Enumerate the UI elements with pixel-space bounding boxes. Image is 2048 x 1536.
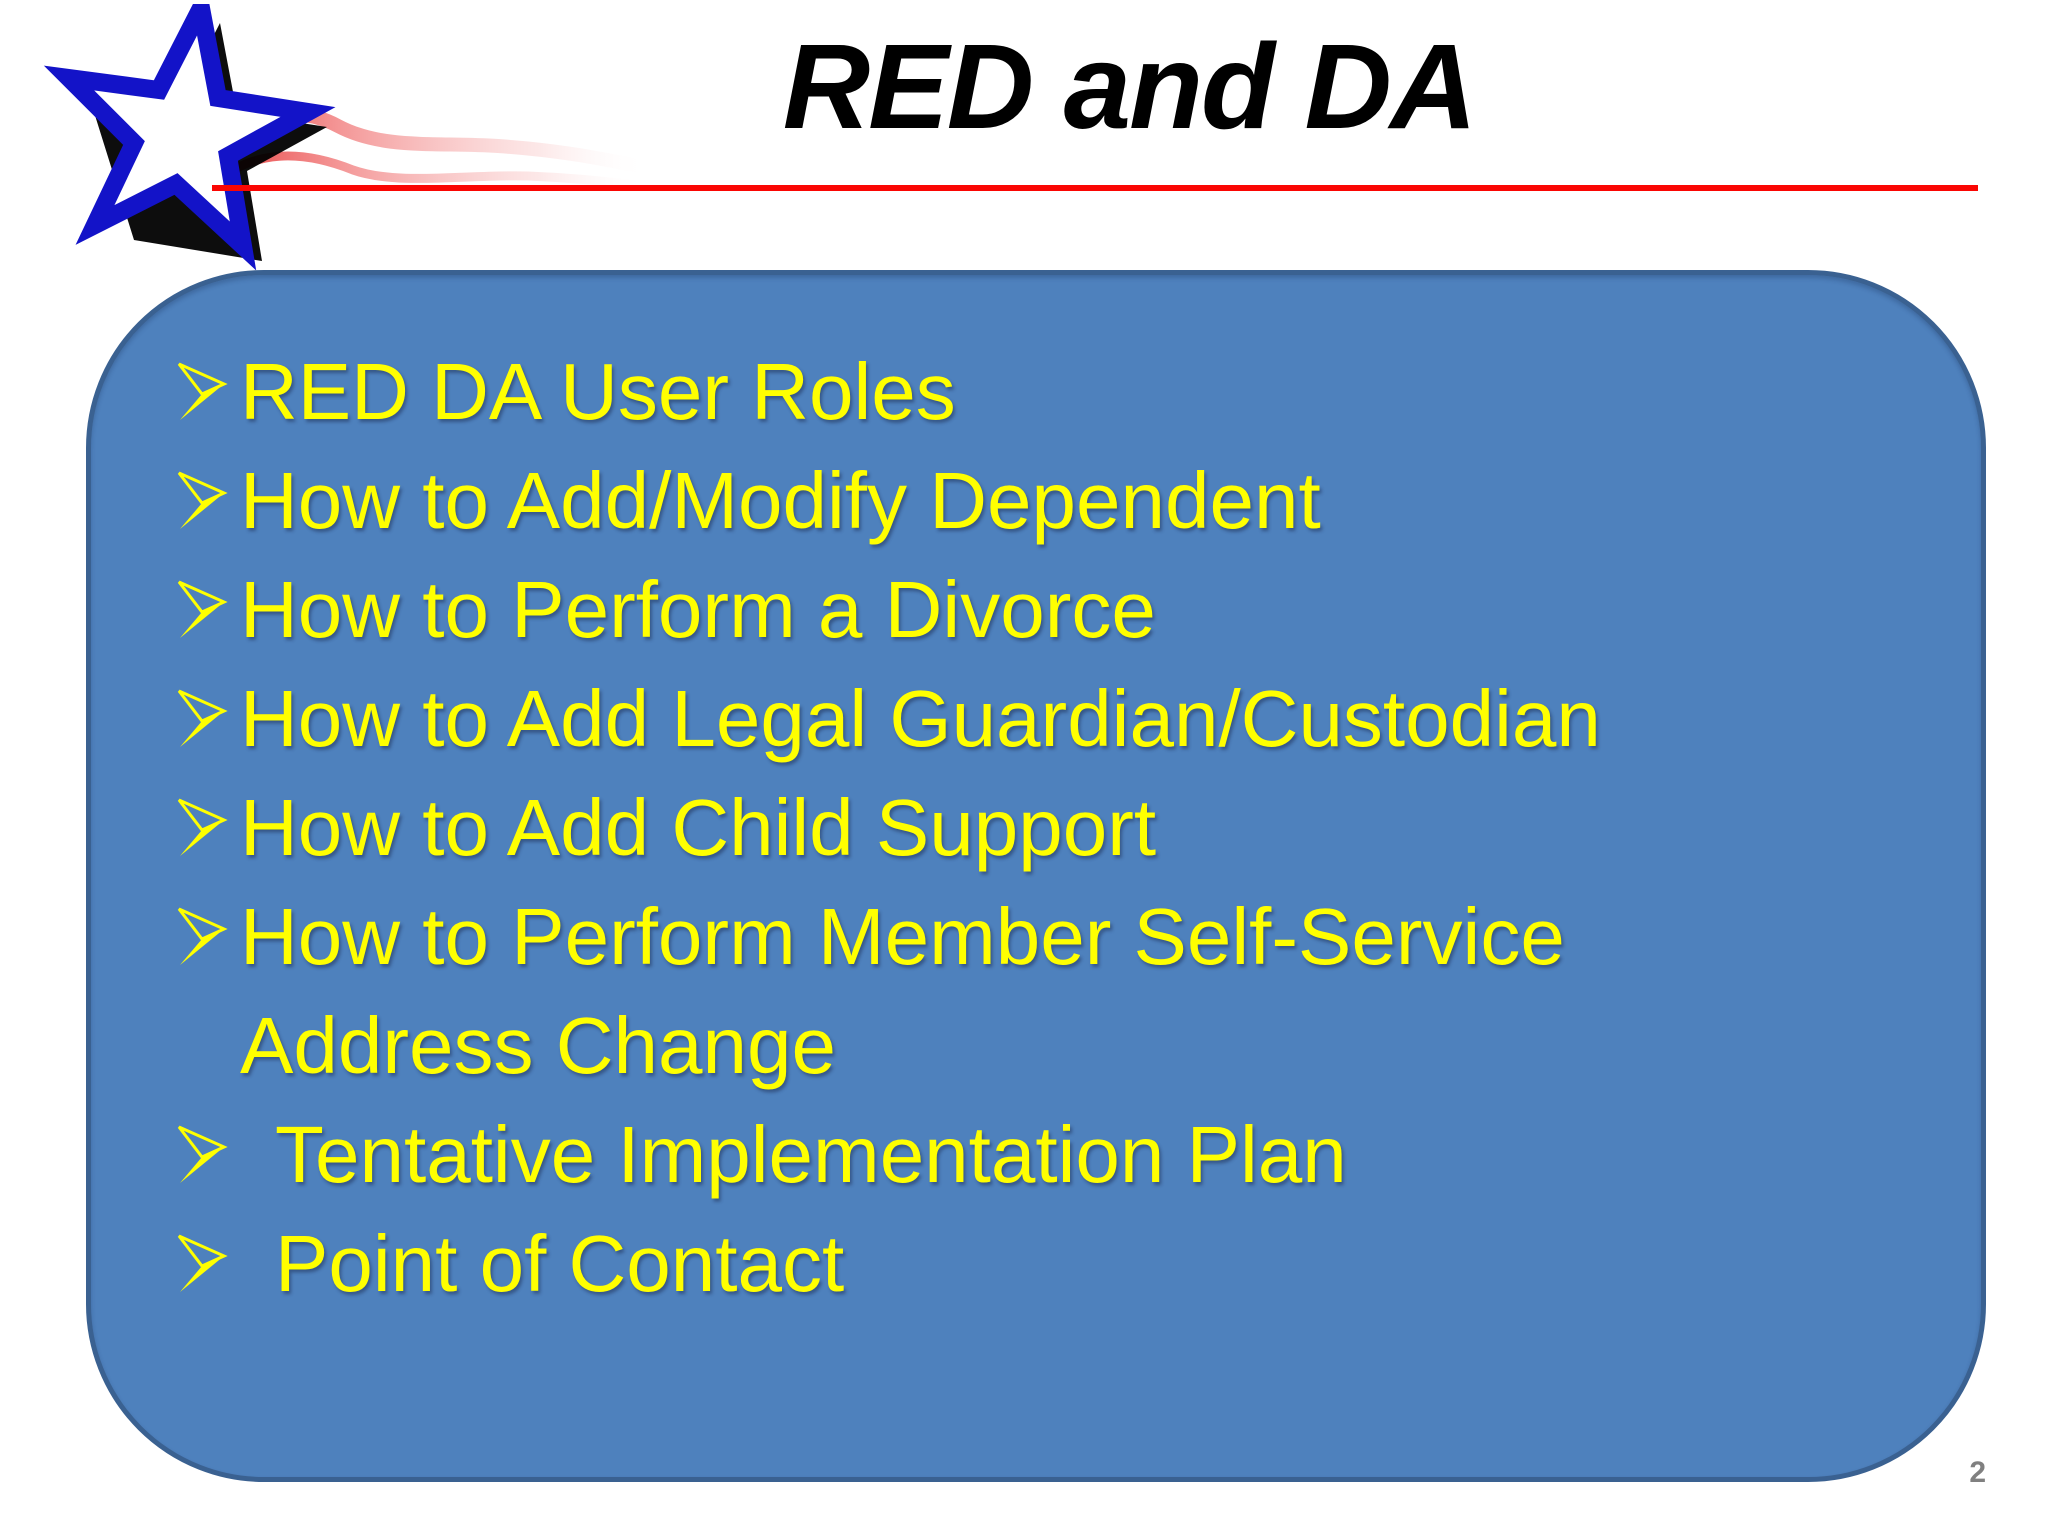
arrowhead-bullet-icon	[177, 1234, 228, 1292]
agenda-item-add-child-support: How to Add Child Support	[176, 773, 1921, 882]
arrowhead-bullet-icon	[177, 580, 228, 638]
slide-title: RED and DA	[782, 18, 1478, 154]
agenda-item-add-modify-dependent: How to Add/Modify Dependent	[176, 446, 1921, 555]
arrowhead-bullet-icon	[177, 689, 228, 747]
title-underline-rule	[212, 185, 1978, 191]
agenda-item-label: How to Add Child Support	[240, 783, 1157, 872]
agenda-item-label: RED DA User Roles	[240, 347, 956, 436]
agenda-panel: RED DA User Roles How to Add/Modify Depe…	[86, 270, 1986, 1482]
page-number: 2	[1969, 1456, 1986, 1489]
arrowhead-bullet-icon	[177, 907, 228, 965]
agenda-item-point-of-contact: Point of Contact	[176, 1209, 1921, 1318]
agenda-item-add-legal-guardian: How to Add Legal Guardian/Custodian	[176, 664, 1921, 773]
agenda-item-user-roles: RED DA User Roles	[176, 337, 1921, 446]
arrowhead-bullet-icon	[177, 471, 228, 529]
agenda-item-self-service-address-change: How to Perform Member Self-Service Addre…	[176, 882, 1921, 1100]
agenda-list: RED DA User Roles How to Add/Modify Depe…	[91, 275, 1981, 1318]
agenda-item-label: How to Perform Member Self-Service Addre…	[240, 892, 1565, 1090]
agenda-item-perform-divorce: How to Perform a Divorce	[176, 555, 1921, 664]
agenda-item-tentative-implementation-plan: Tentative Implementation Plan	[176, 1100, 1921, 1209]
agenda-item-label: Tentative Implementation Plan	[275, 1110, 1347, 1199]
arrowhead-bullet-icon	[177, 1125, 228, 1183]
arrowhead-bullet-icon	[177, 798, 228, 856]
agenda-item-label: How to Add/Modify Dependent	[240, 456, 1321, 545]
agenda-item-label: Point of Contact	[275, 1219, 845, 1308]
agenda-item-label: How to Perform a Divorce	[240, 565, 1156, 654]
star-swoosh-logo-icon	[43, 4, 648, 270]
arrowhead-bullet-icon	[177, 362, 228, 420]
agenda-item-label: How to Add Legal Guardian/Custodian	[240, 674, 1601, 763]
